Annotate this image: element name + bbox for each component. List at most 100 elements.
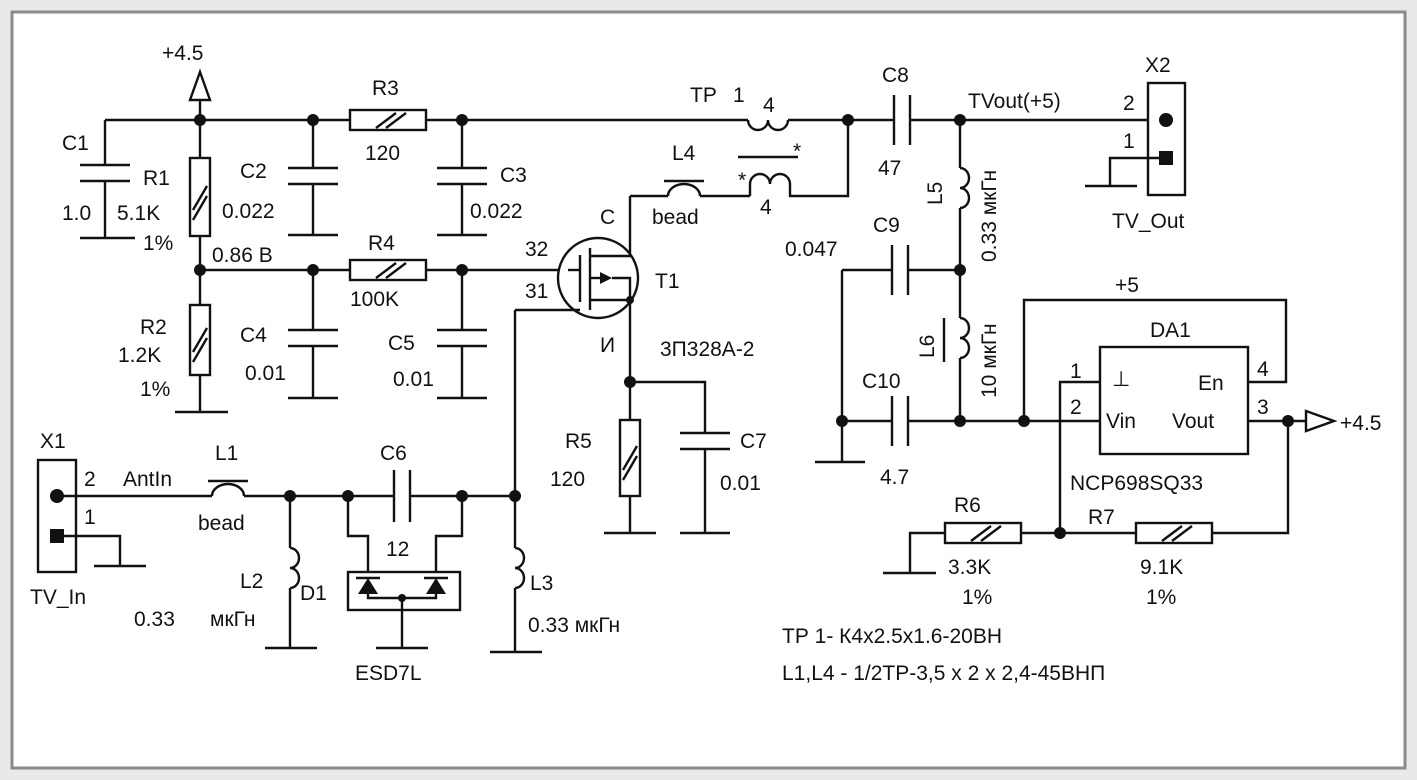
da1-regulator xyxy=(1022,298,1338,535)
label-vplus-top: +4.5 xyxy=(162,42,203,65)
label-r1-tol: 1% xyxy=(143,232,173,255)
label-l5: L5 xyxy=(924,182,947,205)
label-pin32: 32 xyxy=(525,238,548,261)
label-tp: ТР xyxy=(690,84,717,107)
label-r2-tol: 1% xyxy=(140,378,170,401)
label-x2: X2 xyxy=(1145,54,1171,77)
label-c4: C4 xyxy=(240,324,267,347)
c3-capacitor xyxy=(437,120,487,237)
label-tp-star1: * xyxy=(793,140,801,163)
label-l4-bead: bead xyxy=(652,206,699,229)
label-c1-val: 1.0 xyxy=(62,202,91,225)
label-l1-bead: bead xyxy=(198,512,245,535)
label-r7: R7 xyxy=(1088,506,1115,529)
c9-capacitor xyxy=(840,245,960,421)
label-pin-c: C xyxy=(600,206,615,229)
r4-resistor xyxy=(348,258,428,282)
label-l3-val: 0.33 мкГн xyxy=(528,614,620,637)
label-c10: C10 xyxy=(862,370,901,393)
label-r1-val: 5.1K xyxy=(117,202,160,225)
label-pin-i: И xyxy=(600,334,615,357)
label-c6-val: 12 xyxy=(386,538,409,561)
t1-transistor xyxy=(515,196,640,382)
label-l5-val: 0.33 мкГн xyxy=(978,170,1001,262)
r6-resistor xyxy=(883,521,1136,575)
label-c1: C1 xyxy=(62,132,89,155)
label-da1-vin: Vin xyxy=(1106,410,1136,433)
label-r7-tol: 1% xyxy=(1146,586,1176,609)
l1-bead xyxy=(208,479,394,498)
supply-arrow-top xyxy=(188,68,212,102)
label-x1-pin1: 1 xyxy=(84,506,96,529)
label-da1-pin2: 2 xyxy=(1070,396,1082,419)
c4-capacitor xyxy=(288,270,338,400)
label-vplus5: +5 xyxy=(1115,274,1139,297)
label-t1: T1 xyxy=(655,270,680,293)
label-c9-val: 0.047 xyxy=(785,238,838,261)
label-r5: R5 xyxy=(565,430,592,453)
label-l2-unit: мкГн xyxy=(210,608,255,631)
c10-capacitor xyxy=(815,396,1100,464)
label-tp-star2: * xyxy=(738,169,746,192)
label-l2-val: 0.33 xyxy=(134,608,175,631)
label-c5: C5 xyxy=(388,332,415,355)
r5-resistor xyxy=(604,382,656,535)
label-c8-val: 47 xyxy=(878,157,901,180)
label-l1: L1 xyxy=(215,442,238,465)
label-da1-gnd: ⊥ xyxy=(1112,368,1130,391)
label-antin: AntIn xyxy=(123,468,172,491)
label-r5-val: 120 xyxy=(550,468,585,491)
label-x1: X1 xyxy=(40,430,66,453)
c2-capacitor xyxy=(288,120,338,237)
label-tp-pin4a: 4 xyxy=(763,94,775,117)
label-c9: C9 xyxy=(873,214,900,237)
label-r2: R2 xyxy=(140,316,167,339)
r1-resistor xyxy=(188,120,212,305)
label-x2-pin2: 2 xyxy=(1123,92,1135,115)
label-c3-val: 0.022 xyxy=(470,200,523,223)
x2-connector xyxy=(1085,81,1187,197)
d1-esd xyxy=(346,496,464,650)
junction-dots xyxy=(194,114,1294,539)
text-labels: +4.5 C1 1.0 R1 5.1K 1% C2 0.022 R3 120 C… xyxy=(30,42,1381,685)
label-r2-val: 1.2K xyxy=(118,344,161,367)
r7-resistor xyxy=(1134,521,1214,545)
label-pin31: 31 xyxy=(525,280,548,303)
label-r6-val: 3.3K xyxy=(948,556,991,579)
label-d1: D1 xyxy=(300,582,327,605)
label-c5-val: 0.01 xyxy=(393,368,434,391)
label-l2: L2 xyxy=(240,570,263,593)
c7-capacitor xyxy=(630,380,730,535)
label-r4: R4 xyxy=(368,232,395,255)
l5-inductor xyxy=(958,120,971,270)
r2-resistor xyxy=(175,303,228,414)
l6-inductor xyxy=(942,270,971,421)
label-l6: L6 xyxy=(916,335,939,358)
label-tp-pin4b: 4 xyxy=(760,196,772,219)
label-esd: ESD7L xyxy=(355,662,422,685)
label-da1-type: NCP698SQ33 xyxy=(1070,472,1203,495)
label-tvout: TVout(+5) xyxy=(968,90,1061,113)
label-r6: R6 xyxy=(954,494,981,517)
label-x2-pin1: 1 xyxy=(1123,130,1135,153)
label-tp-pin1: 1 xyxy=(733,84,745,107)
c8-capacitor xyxy=(848,95,1165,145)
label-node-voltage: 0.86 В xyxy=(212,244,273,267)
label-vout-45: +4.5 xyxy=(1340,412,1381,435)
c5-capacitor xyxy=(437,270,487,400)
label-da1-pin1: 1 xyxy=(1070,360,1082,383)
label-c6: C6 xyxy=(380,442,407,465)
label-tv-in: TV_In xyxy=(30,586,86,609)
label-c7: C7 xyxy=(740,430,767,453)
label-c4-val: 0.01 xyxy=(245,362,286,385)
label-r6-tol: 1% xyxy=(962,586,992,609)
label-tv-out: TV_Out xyxy=(1112,210,1185,233)
label-da1-pin4: 4 xyxy=(1257,358,1269,381)
label-t1-type: 3П328А-2 xyxy=(660,338,755,361)
label-da1-pin3: 3 xyxy=(1257,396,1269,419)
label-da1-vout: Vout xyxy=(1172,410,1214,433)
l2-inductor xyxy=(265,496,317,650)
note-tp: ТР 1- К4х2.5х1.6-20ВН xyxy=(782,625,1002,648)
